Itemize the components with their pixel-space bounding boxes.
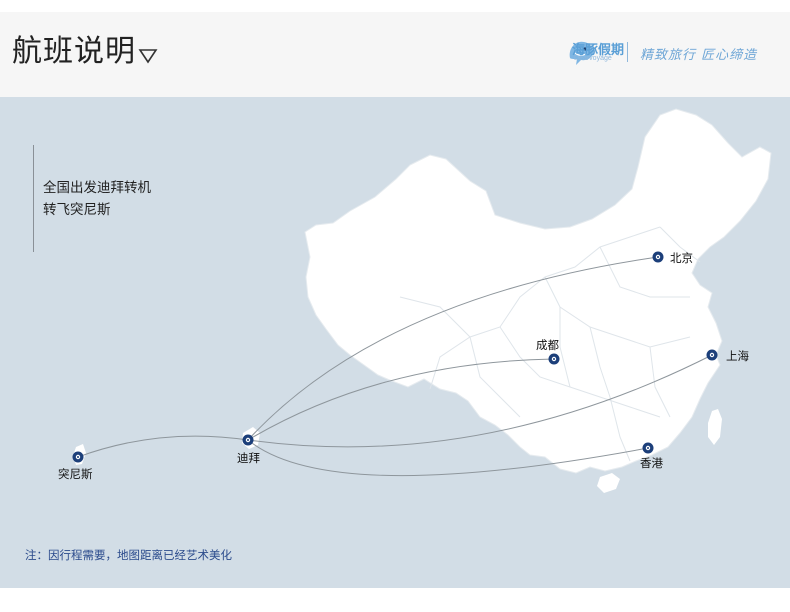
- location-ring-icon: [652, 251, 664, 263]
- city-label-beijing: 北京: [670, 251, 693, 265]
- page-title: 航班说明: [12, 34, 136, 69]
- city-markers: [72, 251, 718, 463]
- hainan-island: [597, 473, 620, 493]
- route-dubai-beijing: [247, 256, 659, 441]
- route-summary-line: 转飞突尼斯: [43, 202, 111, 218]
- route-dubai-chengdu: [247, 358, 555, 441]
- route-lines: [77, 256, 713, 477]
- province-borders: [399, 226, 701, 462]
- footer-note: 注：因行程需要，地图距离已经艺术美化: [25, 548, 232, 562]
- route-dubai-shanghai: [247, 354, 713, 448]
- location-ring-icon: [706, 349, 718, 361]
- location-ring-icon: [548, 353, 560, 365]
- header-bar: 航班说明 海豚假期 Dearvoyage 精致旅行 匠心缔造: [0, 12, 790, 97]
- china-landmass: [304, 108, 772, 474]
- brand-name: 海豚假期: [572, 42, 625, 57]
- city-label-shanghai: 上海: [726, 349, 749, 363]
- brand-subtitle: Dearvoyage: [574, 55, 612, 62]
- city-label-hongkong: 香港: [640, 456, 663, 470]
- location-ring-icon: [642, 442, 654, 454]
- triangle-down-outline-icon: [138, 49, 158, 64]
- route-tunis-dubai: [77, 435, 249, 458]
- city-label-tunis: 突尼斯: [58, 467, 93, 481]
- dolphin-logo-icon: [569, 41, 594, 65]
- location-ring-icon: [242, 434, 254, 446]
- city-label-chengdu: 成都: [536, 338, 559, 352]
- city-label-dubai: 迪拜: [237, 451, 260, 465]
- route-summary: 全国出发迪拜转机 转飞突尼斯: [43, 177, 151, 221]
- taiwan-island: [708, 409, 722, 445]
- map-canvas: [72, 108, 772, 493]
- location-ring-icon: [72, 451, 84, 463]
- brand-block: 海豚假期 Dearvoyage 精致旅行 匠心缔造: [541, 36, 761, 70]
- info-divider: [33, 145, 34, 252]
- route-summary-line: 全国出发迪拜转机: [43, 180, 151, 196]
- brand-slogan: 精致旅行 匠心缔造: [640, 48, 758, 63]
- route-dubai-hongkong: [247, 439, 649, 477]
- brand-divider: [627, 42, 628, 62]
- route-map: 全国出发迪拜转机 转飞突尼斯 北京 成都 上海 香港 迪拜 突尼斯 注：因行程需…: [0, 97, 790, 588]
